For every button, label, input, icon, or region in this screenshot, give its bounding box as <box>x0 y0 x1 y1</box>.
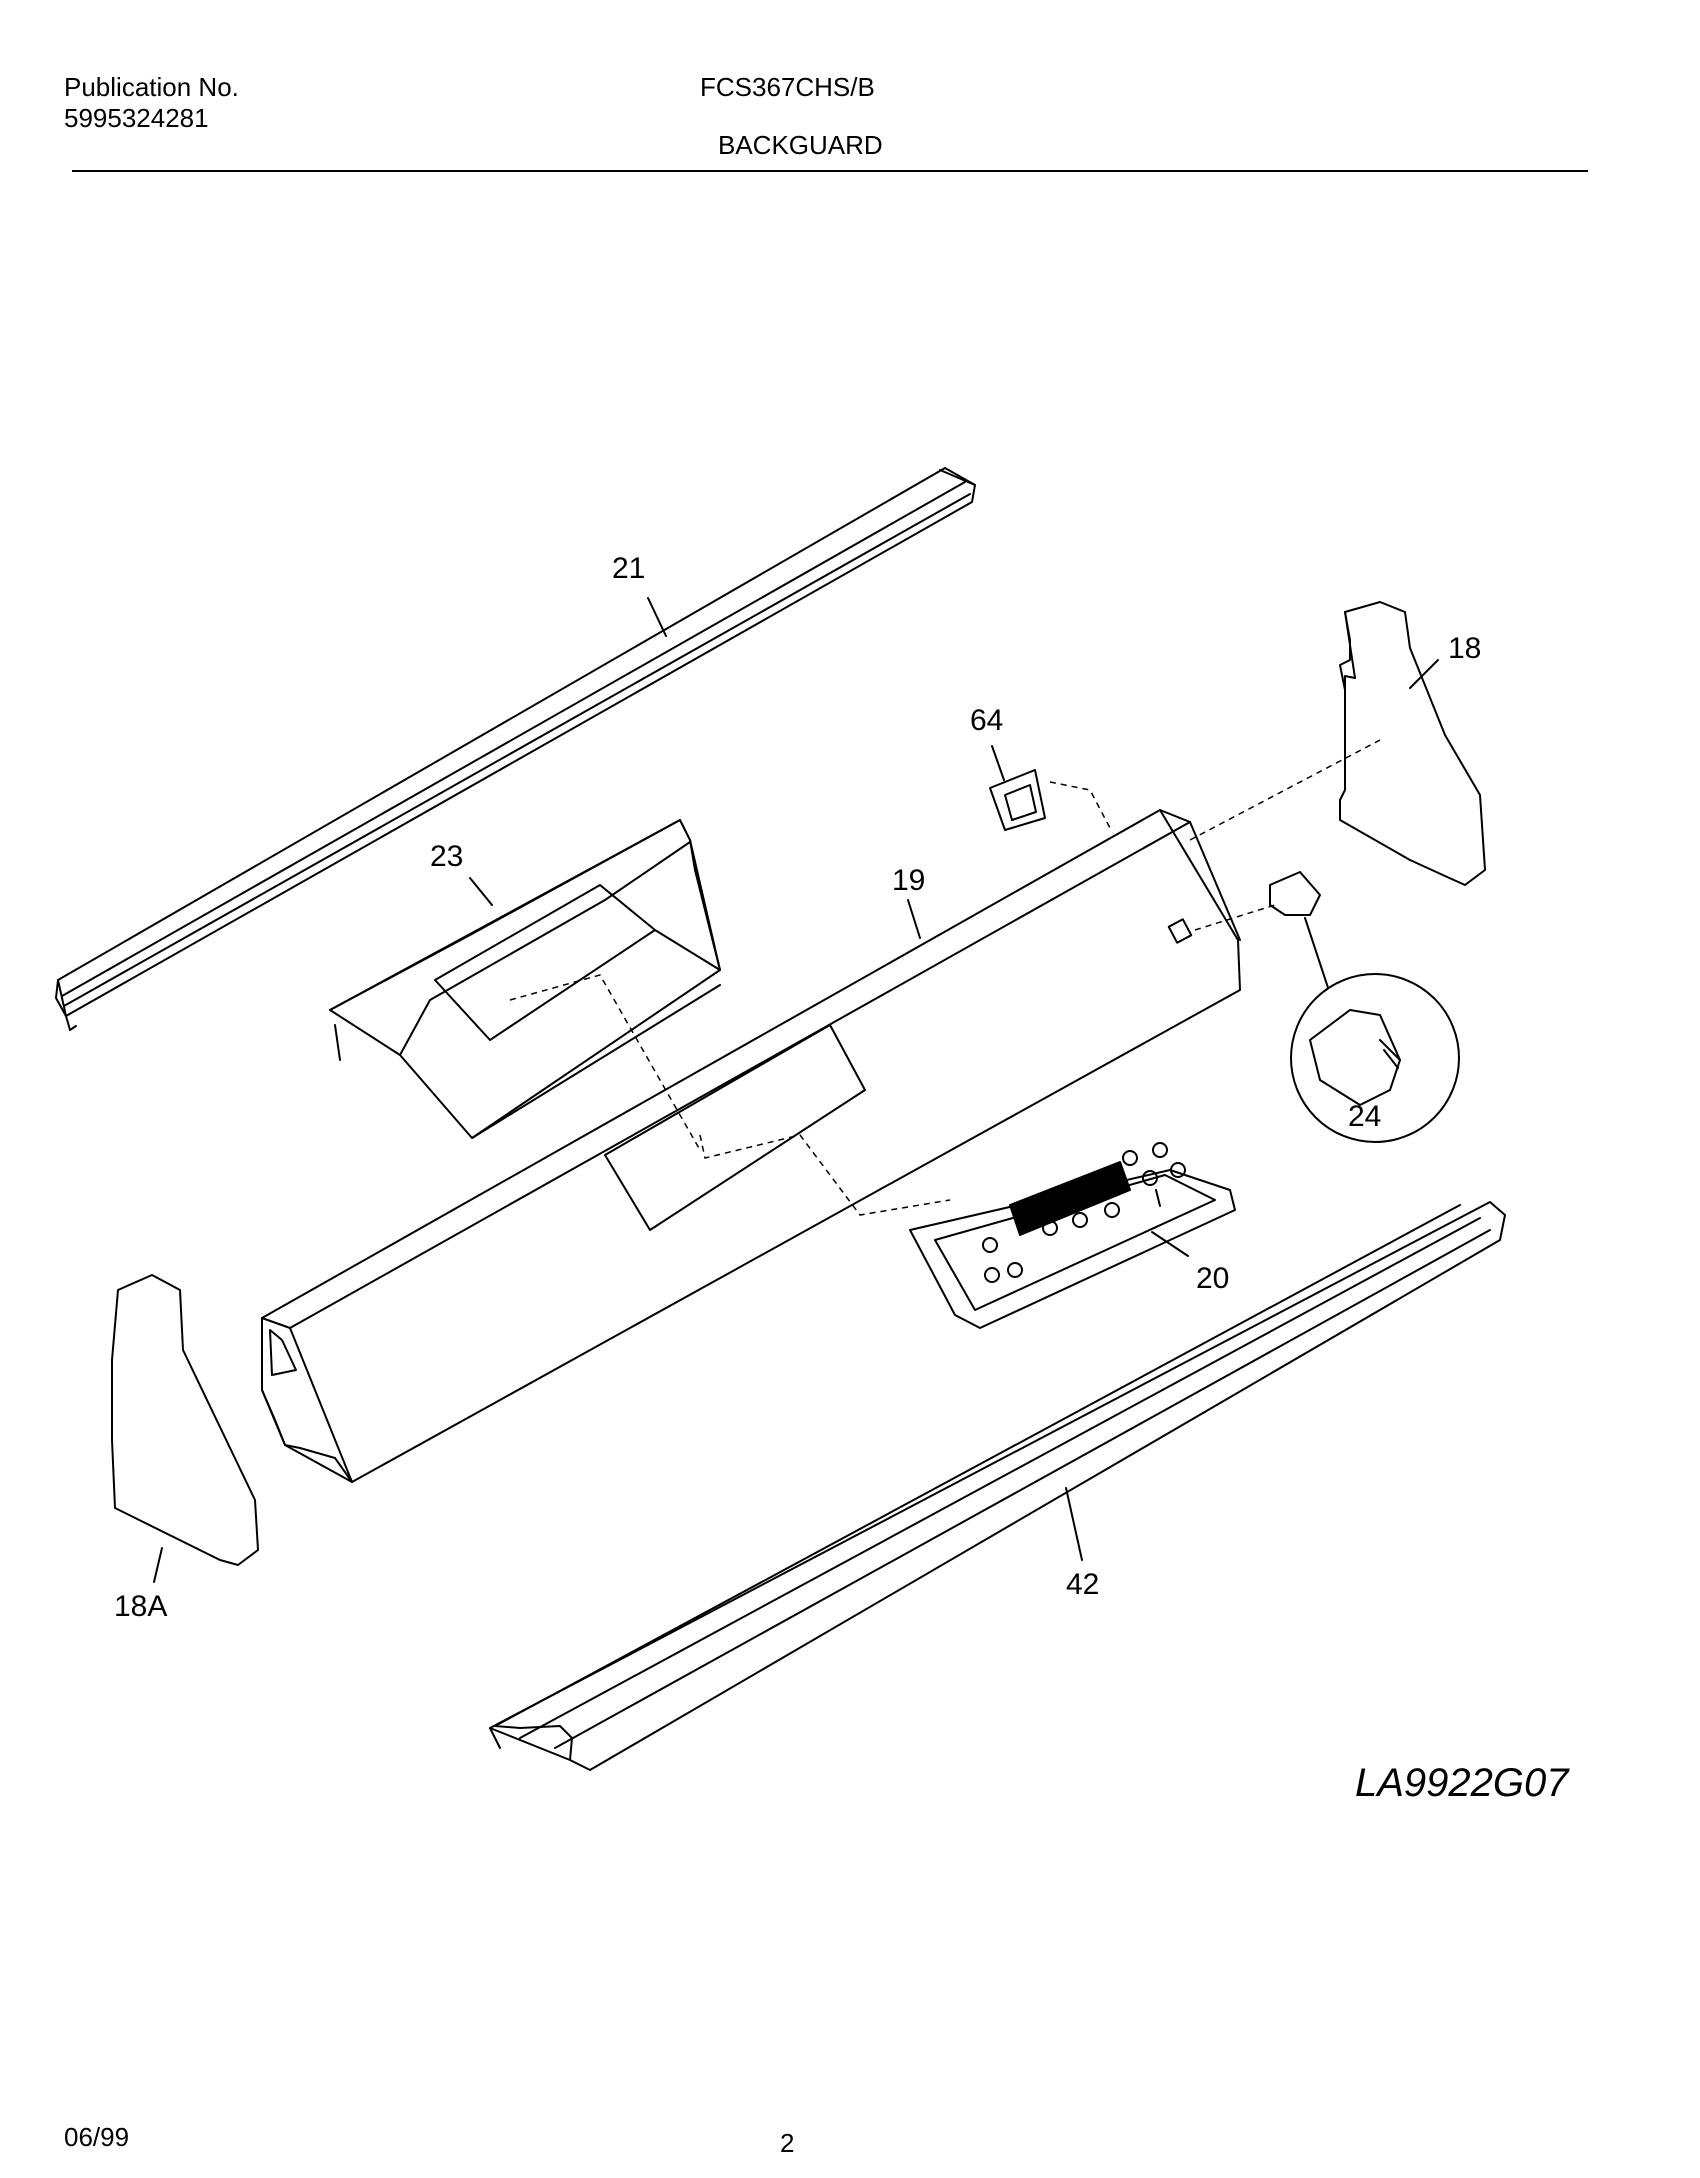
control-board-part <box>909 1142 1236 1329</box>
publication-label: Publication No. <box>64 72 239 102</box>
right-end-cap-part <box>1339 601 1486 886</box>
backguard-panel-part <box>261 809 1241 1483</box>
header-rule <box>72 170 1588 172</box>
part-label-18a: 18A <box>114 1590 167 1623</box>
part-label-64: 64 <box>970 704 1003 737</box>
diagram-code: LA9922G07 <box>1355 1761 1570 1805</box>
leader-lines <box>153 597 1439 1583</box>
window-bracket-part <box>329 819 721 1139</box>
assembly-lines <box>509 739 1381 1216</box>
left-end-cap-part <box>111 1274 259 1566</box>
part-label-21: 21 <box>612 552 645 585</box>
part-label-18: 18 <box>1448 632 1481 665</box>
top-trim-rail-part <box>55 467 976 1031</box>
footer-date: 06/99 <box>64 2122 130 2152</box>
section-title: BACKGUARD <box>718 130 883 160</box>
part-label-19: 19 <box>892 864 925 897</box>
publication-number: 5995324281 <box>64 103 209 133</box>
clip-part <box>1269 871 1339 1019</box>
part-label-20: 20 <box>1196 1262 1229 1295</box>
bottom-trim-rail-part <box>489 1201 1506 1771</box>
page-number: 2 <box>780 2128 795 2158</box>
part-64 <box>989 769 1046 831</box>
part-label-24: 24 <box>1348 1100 1381 1133</box>
model-number: FCS367CHS/B <box>700 72 875 102</box>
part-label-42: 42 <box>1066 1568 1099 1601</box>
part-label-23: 23 <box>430 840 463 873</box>
clip-detail-circle <box>1290 973 1460 1143</box>
